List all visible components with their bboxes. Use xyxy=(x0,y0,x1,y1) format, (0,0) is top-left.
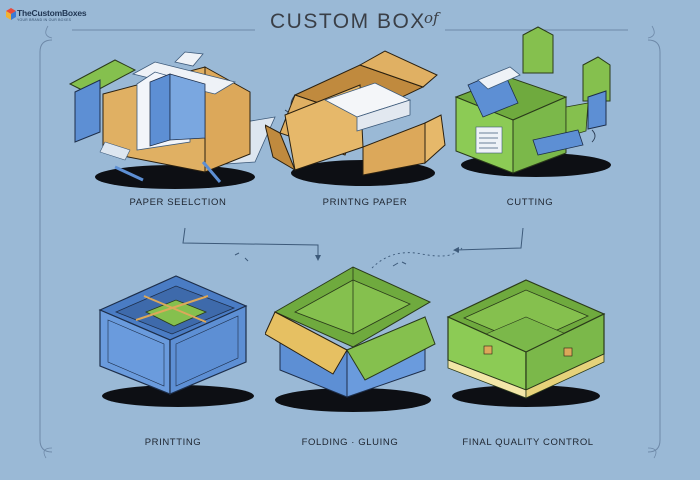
connector-right xyxy=(453,227,524,253)
connector-left xyxy=(182,227,321,261)
page-title-suffix: of xyxy=(424,9,439,27)
page-title: CUSTOM BOX xyxy=(270,10,426,33)
step-label-folding-gluing: FOLDING · GLUING xyxy=(301,437,399,448)
step-label-printing-paper: PRINTNG PAPER xyxy=(322,197,408,208)
paper-stack-box-icon xyxy=(68,51,276,189)
step-label-cutting: CUTTING xyxy=(506,197,554,208)
open-box-with-paper-icon xyxy=(265,50,446,186)
brand-logo[interactable]: TheCustomBoxes YOUR BRAND IN OUR BOXES xyxy=(6,8,102,30)
brand-logo-icon xyxy=(6,8,16,20)
connector-middle xyxy=(371,247,463,269)
decorative-frame xyxy=(39,29,661,453)
brand-name: TheCustomBoxes xyxy=(17,8,87,18)
step-label-paper-selection: PAPER SEELCTION xyxy=(129,197,227,208)
finished-green-box-icon xyxy=(446,279,606,407)
folding-flaps-box-icon xyxy=(265,266,436,412)
step-label-final-quality-control: FINAL QUALITY CONTROL xyxy=(462,437,594,448)
step-label-printing: PRINTTING xyxy=(144,437,202,448)
blue-divider-box-icon xyxy=(98,275,254,407)
brand-tagline: YOUR BRAND IN OUR BOXES xyxy=(17,18,72,22)
green-cutting-box-icon xyxy=(454,26,611,177)
